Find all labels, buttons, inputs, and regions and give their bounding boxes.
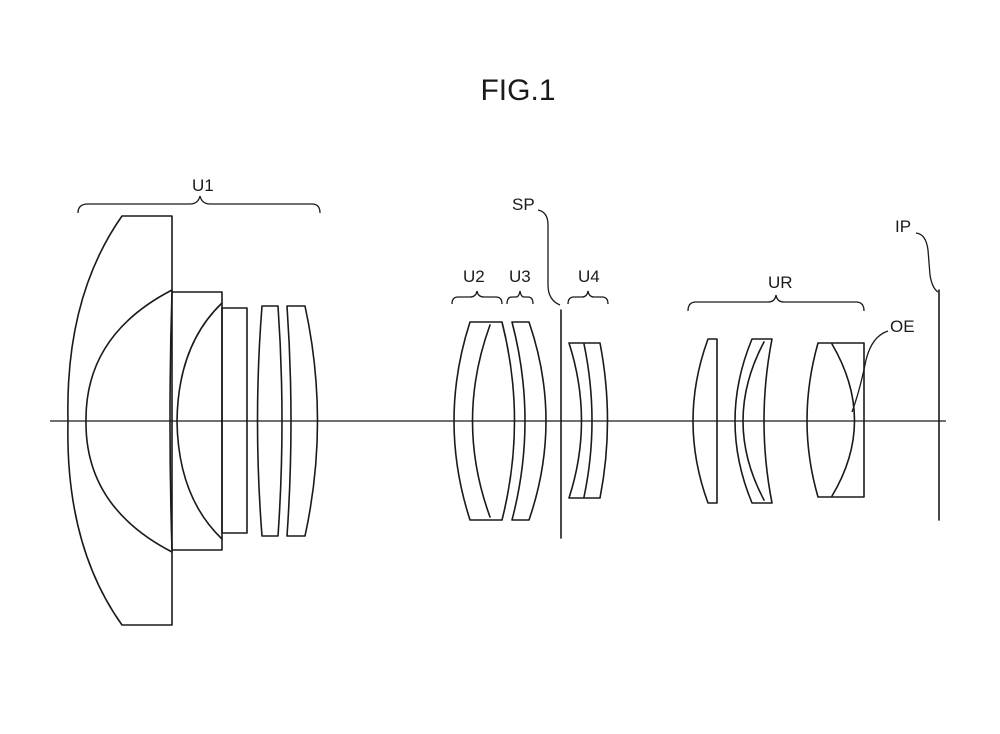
lens-u4-element-1 xyxy=(568,342,609,499)
lens-ur-element-3-cemented-surface xyxy=(831,343,856,497)
image-plane-ip: IP xyxy=(895,217,940,521)
lens-ur-element-3 xyxy=(806,342,865,498)
lens-ur-element-2 xyxy=(734,338,773,504)
figure-title: FIG.1 xyxy=(480,74,555,107)
lens-u1-element-2 xyxy=(169,291,223,551)
label-u1: U1 xyxy=(192,176,214,195)
label-u3: U3 xyxy=(509,267,531,286)
lens-u4-cemented-surface xyxy=(583,343,593,498)
label-u4: U4 xyxy=(578,267,600,286)
label-sp: SP xyxy=(512,195,535,214)
lens-u2-cemented-surface xyxy=(471,324,491,518)
lens-group-u3: U3 xyxy=(506,267,547,521)
lens-u1-front-meniscus-inner-surface xyxy=(85,289,173,553)
lens-group-u2: U2 xyxy=(451,267,516,521)
bracket-u2 xyxy=(451,290,503,305)
lens-u1-element-2-inner-surface xyxy=(176,302,223,540)
lens-ur-element-1 xyxy=(692,338,718,504)
lens-group-u4: U4 xyxy=(567,267,609,499)
optical-element-oe: OE xyxy=(851,317,915,413)
lens-group-u1: U1 xyxy=(67,176,321,626)
leader-oe xyxy=(851,330,889,413)
lens-ur-element-2-cemented-surface xyxy=(742,341,765,501)
leader-ip xyxy=(915,232,939,293)
bracket-ur xyxy=(687,294,865,312)
lens-u1-element-3 xyxy=(221,307,248,534)
lens-u1-element-4 xyxy=(256,305,283,537)
leader-sp xyxy=(537,209,561,306)
lens-u1-element-5 xyxy=(286,305,319,537)
lens-u2-element-1 xyxy=(453,321,516,521)
bracket-u4 xyxy=(567,290,609,305)
label-ip: IP xyxy=(895,217,911,236)
label-ur: UR xyxy=(768,273,793,292)
bracket-u3 xyxy=(506,290,534,305)
bracket-u1 xyxy=(77,195,321,214)
lens-group-ur: UR xyxy=(687,273,865,504)
label-u2: U2 xyxy=(463,267,485,286)
label-oe: OE xyxy=(890,317,915,336)
aperture-stop-sp: SP xyxy=(512,195,562,539)
lens-u1-front-meniscus xyxy=(67,215,173,626)
lens-u3-element-1 xyxy=(511,321,547,521)
